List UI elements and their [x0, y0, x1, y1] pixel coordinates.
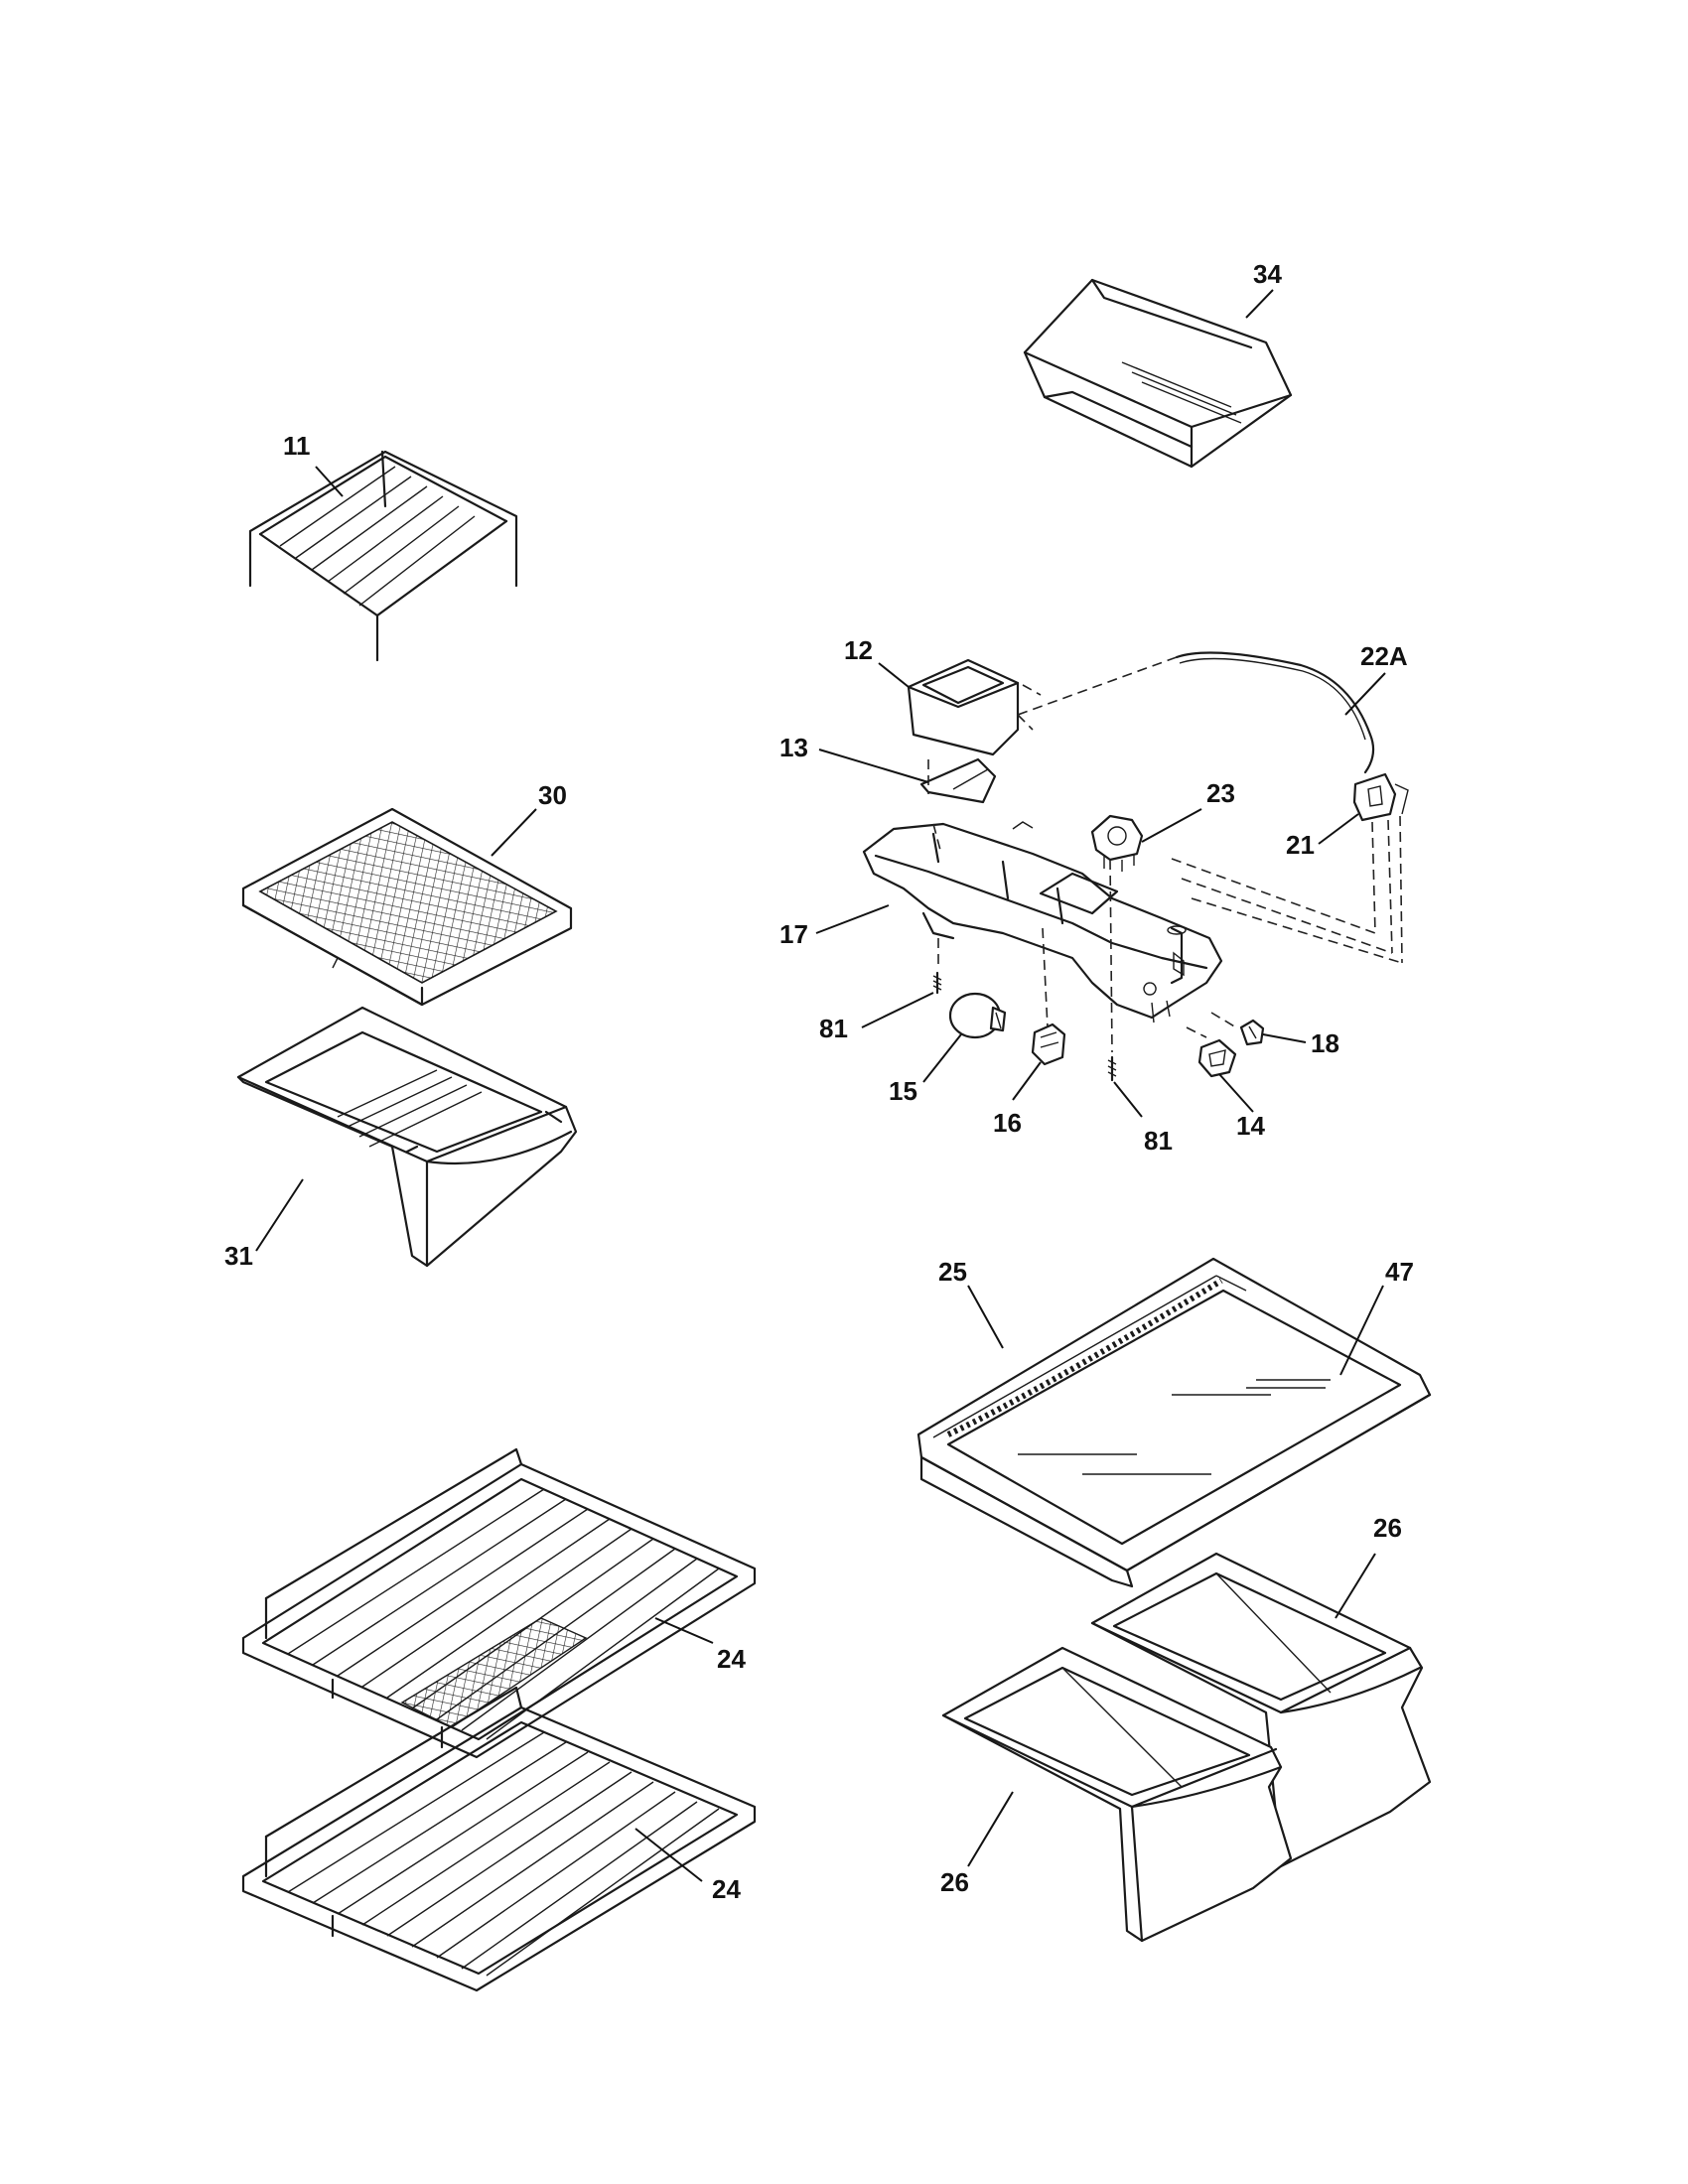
label-81-a: 81 [819, 1014, 848, 1043]
label-26-a: 26 [1373, 1513, 1402, 1543]
part-81-screw-b[interactable] [1107, 1055, 1117, 1082]
part-30-crisper-cover[interactable] [241, 807, 573, 1007]
label-14: 14 [1236, 1111, 1265, 1141]
label-47: 47 [1385, 1257, 1414, 1287]
label-18: 18 [1311, 1028, 1339, 1058]
part-labels: 34 11 12 22A 13 23 21 30 17 81 18 15 16 … [224, 259, 1414, 1904]
label-81-b: 81 [1144, 1126, 1173, 1156]
part-24-wire-shelf-lower[interactable] [241, 1617, 757, 1992]
label-12: 12 [844, 635, 873, 665]
part-11-wire-rack[interactable] [248, 450, 518, 662]
part-13-lens[interactable] [919, 757, 997, 804]
leader-lines [255, 289, 1386, 1882]
part-14-switch[interactable] [1197, 1038, 1237, 1078]
label-30: 30 [538, 780, 567, 810]
part-12-cover[interactable] [907, 658, 1020, 756]
connection-lines [927, 759, 1403, 1053]
part-21-switch[interactable] [1352, 772, 1409, 822]
label-21: 21 [1286, 830, 1315, 860]
label-15: 15 [889, 1076, 917, 1106]
part-23-control[interactable] [1090, 814, 1144, 872]
label-26-b: 26 [940, 1867, 969, 1897]
part-81-screw-a[interactable] [932, 971, 942, 995]
label-25: 25 [938, 1257, 967, 1287]
label-31: 31 [224, 1241, 253, 1271]
part-15-bulb[interactable] [948, 992, 1007, 1039]
part-18-button[interactable] [1239, 1019, 1265, 1046]
label-23: 23 [1206, 778, 1235, 808]
part-22a-wire-harness[interactable] [1017, 651, 1375, 774]
part-24-wire-shelf-upper[interactable] [241, 1447, 757, 1759]
label-34: 34 [1253, 259, 1282, 289]
part-26-drawer-rear[interactable] [1090, 1552, 1432, 1868]
label-24-b: 24 [712, 1874, 741, 1904]
part-26-drawer-front[interactable] [941, 1646, 1293, 1943]
part-25-47-glass-shelf[interactable] [916, 1257, 1432, 1588]
label-11: 11 [283, 431, 311, 461]
label-17: 17 [779, 919, 808, 949]
label-22a: 22A [1360, 641, 1408, 671]
part-31-crisper-drawer[interactable] [236, 1006, 578, 1268]
part-16-socket[interactable] [1031, 1023, 1066, 1066]
label-13: 13 [779, 733, 808, 762]
part-17-housing[interactable] [862, 821, 1223, 1024]
label-16: 16 [993, 1108, 1022, 1138]
label-24-a: 24 [717, 1644, 746, 1674]
part-34-freezer-bin[interactable] [1023, 278, 1293, 469]
